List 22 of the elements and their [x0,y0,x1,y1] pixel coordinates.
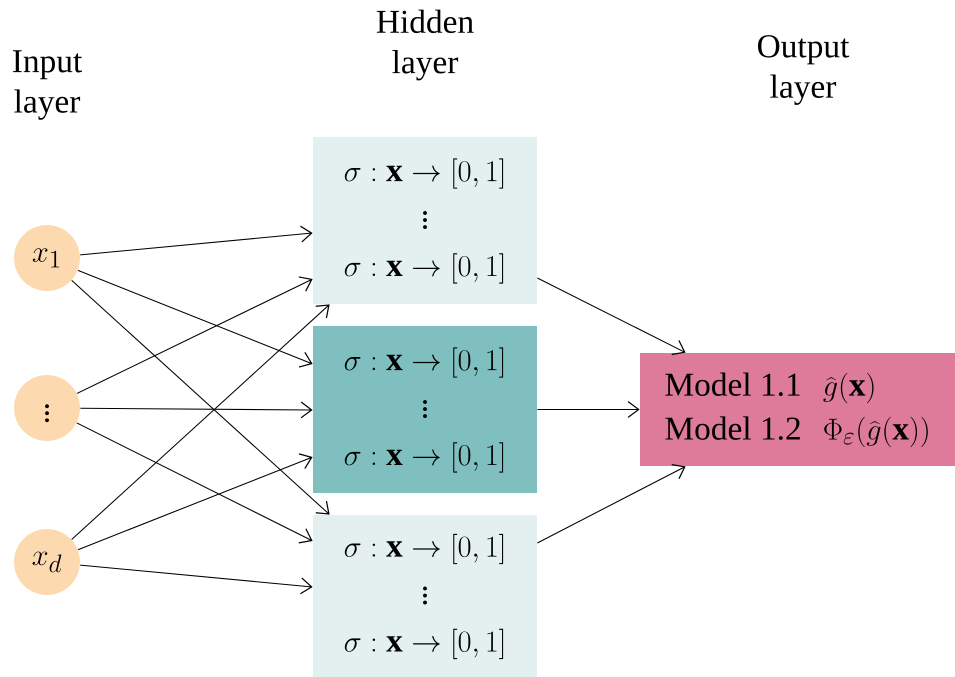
arrow [78,270,313,368]
arrow [537,464,686,544]
input-neuron: $x_d$ [14,529,80,595]
arrow [537,401,640,418]
input-neuron: $\vdots$ [14,375,80,441]
arrow [80,402,313,418]
arrow [80,564,313,594]
layer-label: Input layer [12,50,82,120]
hidden-layer-box: $\sigma : \mathbf{x} \to [0,1]$ $\vdots$ $\sigma : \mathbf{x} \to [0,1]$ [313,326,537,493]
layer-label: Hidden layer [376,10,474,80]
arrow [76,422,313,544]
arrow [71,280,330,515]
hidden-layer-box: $\sigma : \mathbf{x} \to [0,1]$ $\vdots$ $\sigma : \mathbf{x} \to [0,1]$ [313,515,537,677]
arrow [76,276,313,394]
input-neuron: $x_1$ [14,225,80,291]
arrow [71,304,330,540]
output-box: Model 1.1 $\widehat{g}(\mathbf{x})$ Model 1.2 $\Phi_{\varepsilon}(\widehat{g}(\mathbf{x}))$ [640,353,955,466]
hidden-layer-box: $\sigma : \mathbf{x} \to [0,1]$ $\vdots$ $\sigma : \mathbf{x} \to [0,1]$ [313,137,537,304]
arrow [78,453,313,550]
arrow [80,226,313,256]
arrow [537,278,686,356]
layer-label: Output layer [758,35,850,105]
